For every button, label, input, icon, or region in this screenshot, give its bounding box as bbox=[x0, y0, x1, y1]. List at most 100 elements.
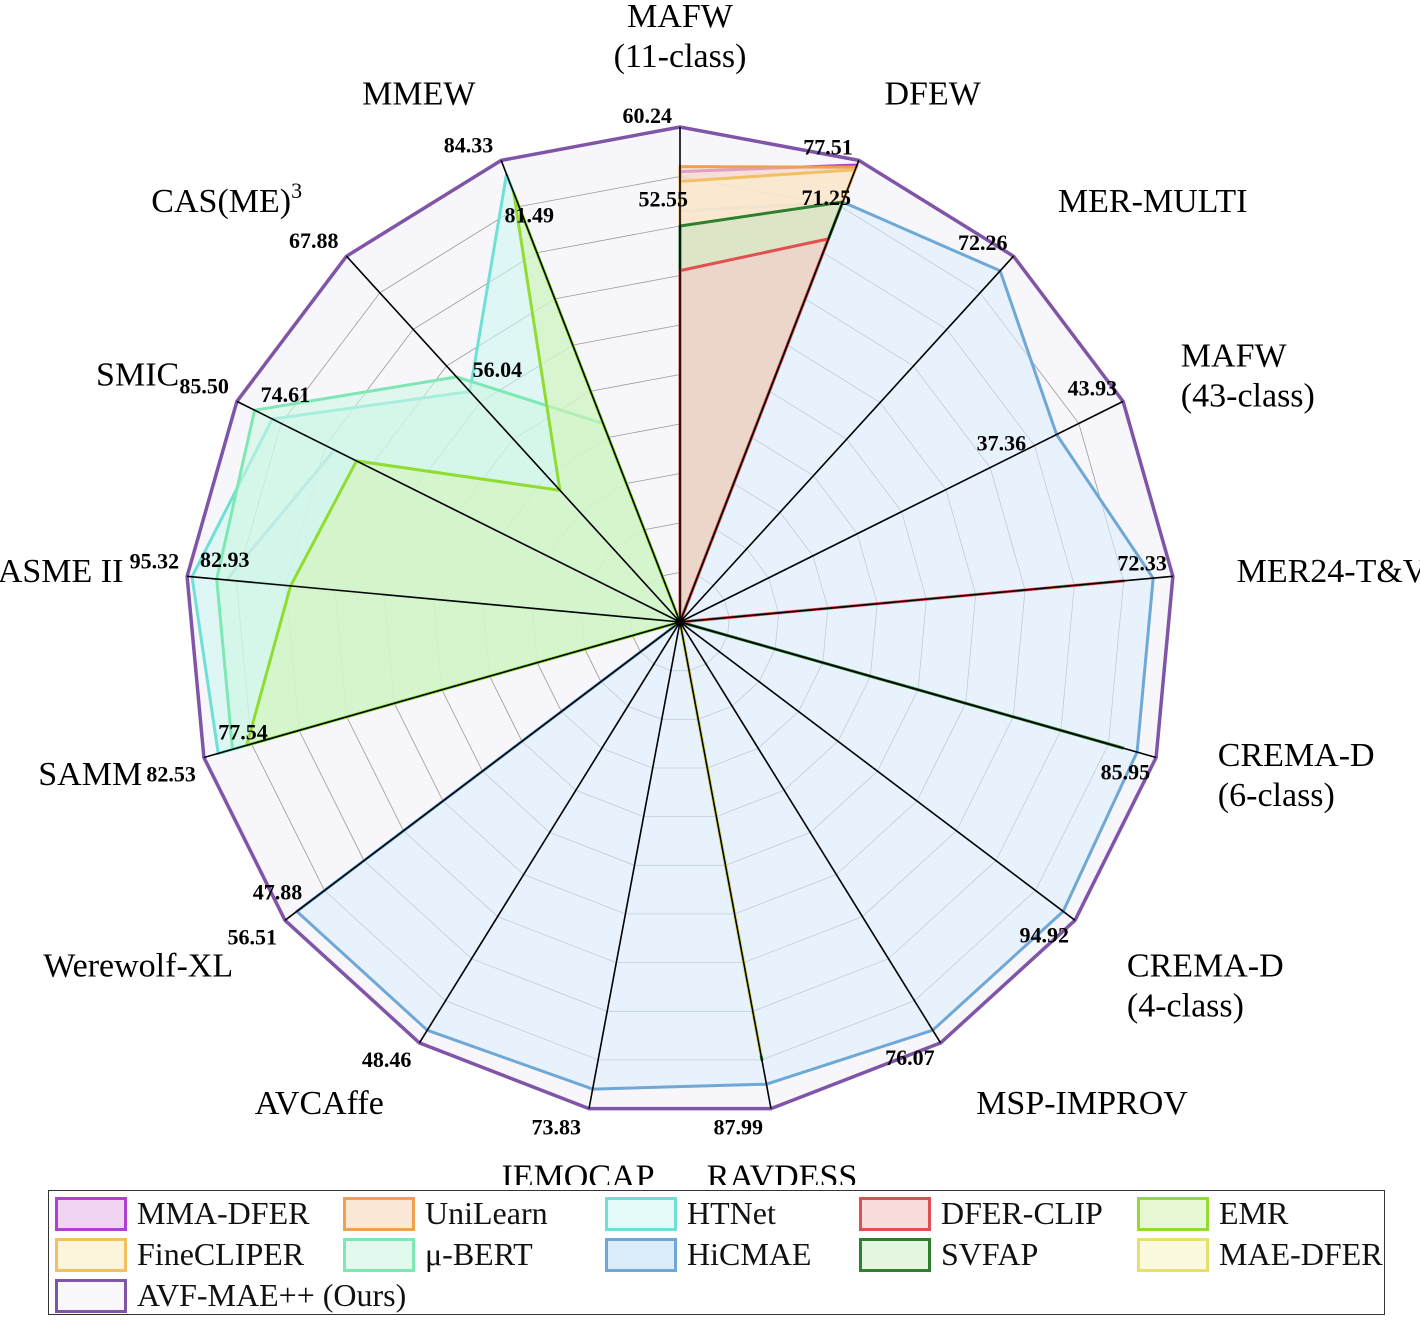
legend-swatch bbox=[55, 1196, 127, 1231]
axis-spoke-1 bbox=[679, 160, 860, 623]
axis-best-value-16: 84.33 bbox=[444, 132, 494, 157]
legend-label: UniLearn bbox=[425, 1195, 548, 1231]
axis-spoke-2 bbox=[679, 255, 1015, 623]
second-best-value-3: 37.36 bbox=[977, 431, 1027, 456]
axis-best-value-14: 85.50 bbox=[179, 373, 229, 398]
legend-label: EMR bbox=[1219, 1195, 1289, 1231]
legend-label: SVFAP bbox=[941, 1236, 1039, 1272]
legend-item: FineCLIPER bbox=[55, 1234, 343, 1275]
axis-label-line2-6: (4-class) bbox=[1127, 988, 1244, 1025]
axis-spoke-7 bbox=[679, 621, 942, 1044]
axis-spoke-5 bbox=[679, 621, 1157, 759]
legend-item: MMA-DFER bbox=[55, 1193, 343, 1234]
legend-item: HTNet bbox=[605, 1193, 859, 1234]
series-avf-mae-ours bbox=[185, 125, 1175, 1111]
axis-label-3: MAFW bbox=[1181, 338, 1288, 375]
axis-spoke-12 bbox=[203, 621, 681, 759]
axis-label-1: DFEW bbox=[885, 76, 982, 113]
axis-best-value-0: 60.24 bbox=[623, 103, 673, 128]
second-best-value-14: 74.61 bbox=[261, 382, 311, 407]
second-best-value-11: 47.88 bbox=[253, 879, 302, 904]
axis-spoke-14 bbox=[236, 400, 681, 623]
axis-best-value-1: 77.51 bbox=[803, 134, 853, 159]
axis-best-value-5: 85.95 bbox=[1101, 760, 1151, 785]
second-best-value-16: 81.49 bbox=[505, 202, 555, 227]
axis-best-value-12: 82.53 bbox=[146, 762, 196, 787]
axis-label-14: SMIC bbox=[96, 357, 179, 394]
axis-label-9: IEMOCAP bbox=[501, 1159, 654, 1185]
axis-best-value-9: 73.83 bbox=[532, 1115, 582, 1140]
legend-item: UniLearn bbox=[343, 1193, 605, 1234]
axis-best-value-4: 72.33 bbox=[1117, 550, 1167, 575]
axis-spoke-8 bbox=[679, 621, 772, 1109]
legend-item: EMR bbox=[1137, 1193, 1387, 1234]
legend-swatch bbox=[1137, 1196, 1209, 1231]
axis-best-value-2: 72.26 bbox=[958, 230, 1008, 255]
legend-label: FineCLIPER bbox=[137, 1236, 305, 1272]
legend-item: AVF-MAE++ (Ours) bbox=[55, 1275, 605, 1316]
axis-label-0: MAFW bbox=[627, 0, 734, 35]
axis-label-line2-3: (43-class) bbox=[1181, 378, 1315, 415]
axis-spoke-4 bbox=[679, 575, 1173, 623]
axis-spoke-11 bbox=[284, 621, 681, 921]
legend-label: HTNet bbox=[687, 1195, 776, 1231]
axis-label-line2-5: (6-class) bbox=[1218, 777, 1335, 814]
axis-best-value-6: 94.92 bbox=[1020, 922, 1070, 947]
legend-swatch bbox=[55, 1237, 127, 1272]
radar-axes bbox=[187, 127, 1173, 1109]
legend-label: MAE-DFER bbox=[1219, 1236, 1383, 1272]
axis-spoke-3 bbox=[679, 400, 1124, 623]
axis-label-6: CREMA-D bbox=[1127, 948, 1284, 985]
legend-item: SVFAP bbox=[859, 1234, 1137, 1275]
axis-best-value-7: 76.07 bbox=[885, 1045, 935, 1070]
axis-label-11: Werewolf-XL bbox=[43, 948, 233, 985]
legend-swatch bbox=[859, 1196, 931, 1231]
axis-spoke-15 bbox=[345, 255, 681, 623]
second-best-value-13: 82.93 bbox=[200, 547, 250, 572]
axis-label-12: SAMM bbox=[38, 756, 142, 793]
axis-label-8: RAVDESS bbox=[707, 1159, 858, 1185]
axis-label-10: AVCAffe bbox=[255, 1085, 384, 1122]
axis-label-line2-0: (11-class) bbox=[614, 38, 747, 75]
axis-label-2: MER-MULTI bbox=[1058, 183, 1248, 220]
second-best-value-15: 56.04 bbox=[473, 357, 522, 382]
radar-chart: MAFW(11-class)60.24DFEW77.51MER-MULTI72.… bbox=[0, 0, 1420, 1185]
axis-best-value-3: 43.93 bbox=[1068, 375, 1118, 400]
chart-legend: MMA-DFER UniLearn HTNet DFER-CLIP EMR FineCLI… bbox=[48, 1190, 1385, 1315]
axis-best-value-15: 67.88 bbox=[289, 228, 339, 253]
legend-item: DFER-CLIP bbox=[859, 1193, 1137, 1234]
second-best-value-12: 77.54 bbox=[218, 719, 268, 744]
legend-label: HiCMAE bbox=[687, 1236, 812, 1272]
legend-swatch bbox=[55, 1278, 127, 1313]
axis-best-value-11: 56.51 bbox=[228, 924, 278, 949]
legend-swatch bbox=[605, 1237, 677, 1272]
axis-spoke-6 bbox=[679, 621, 1076, 921]
axis-best-value-8: 87.99 bbox=[714, 1115, 764, 1140]
legend-item: MAE-DFER bbox=[1137, 1234, 1387, 1275]
legend-label: DFER-CLIP bbox=[941, 1195, 1103, 1231]
legend-item: μ-BERT bbox=[343, 1234, 605, 1275]
legend-swatch bbox=[1137, 1237, 1209, 1272]
axis-spoke-9 bbox=[588, 621, 681, 1109]
legend-label: MMA-DFER bbox=[137, 1195, 310, 1231]
legend-swatch bbox=[343, 1237, 415, 1272]
axis-best-value-13: 95.32 bbox=[130, 548, 180, 573]
axis-label-7: MSP-IMPROV bbox=[976, 1085, 1188, 1122]
legend-swatch bbox=[859, 1237, 931, 1272]
axis-spoke-10 bbox=[418, 621, 681, 1044]
axis-label-5: CREMA-D bbox=[1218, 737, 1375, 774]
axis-spoke-13 bbox=[187, 575, 681, 623]
axis-label-16: MMEW bbox=[362, 76, 476, 113]
legend-label: μ-BERT bbox=[425, 1236, 533, 1272]
legend-label: AVF-MAE++ (Ours) bbox=[137, 1277, 407, 1313]
axis-spoke-16 bbox=[500, 160, 681, 623]
legend-swatch bbox=[605, 1196, 677, 1231]
axis-best-value-10: 48.46 bbox=[362, 1047, 412, 1072]
legend-item: HiCMAE bbox=[605, 1234, 859, 1275]
axis-label-4: MER24-T&V bbox=[1237, 553, 1420, 590]
legend-swatch bbox=[343, 1196, 415, 1231]
axis-label-superscript-15: 3 bbox=[291, 178, 302, 203]
axis-label-15: CAS(ME)3 bbox=[151, 178, 302, 220]
second-best-value-0: 52.55 bbox=[639, 187, 689, 212]
radar-labels: MAFW(11-class)60.24DFEW77.51MER-MULTI72.… bbox=[0, 0, 1420, 1185]
